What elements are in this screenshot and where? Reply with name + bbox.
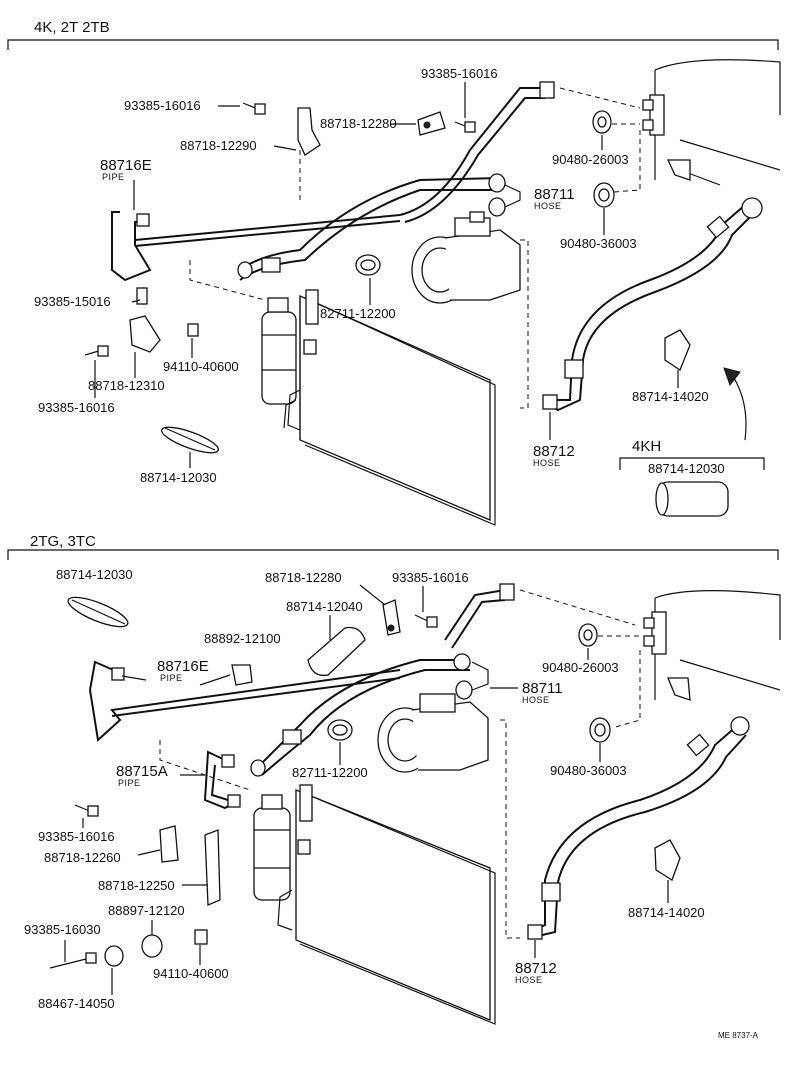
section-header-bottom: 2TG, 3TC bbox=[30, 533, 96, 550]
label: 88716E bbox=[157, 658, 209, 675]
label: 93385-16016 bbox=[421, 66, 498, 81]
label: 88718-12290 bbox=[180, 138, 257, 153]
section-bracket-bottom bbox=[7, 549, 779, 560]
top-labels: 93385-16016 93385-16016 88718-12280 8871… bbox=[34, 66, 725, 485]
label: 88711 bbox=[522, 680, 563, 697]
label: 90480-36003 bbox=[550, 763, 627, 778]
label: 88714-12030 bbox=[56, 567, 133, 582]
label: 88718-12310 bbox=[88, 378, 165, 393]
grommet-88897-12120 bbox=[141, 934, 163, 958]
footer-code: ME 8737-A bbox=[718, 1031, 759, 1040]
condenser bbox=[277, 784, 496, 1025]
clip-88718-12310 bbox=[129, 315, 161, 353]
hose-88711 bbox=[239, 177, 501, 271]
label: 88714-12030 bbox=[648, 461, 725, 476]
bushing-88467-14050 bbox=[104, 945, 124, 967]
leader-lines bbox=[64, 82, 679, 995]
bracket bbox=[666, 159, 691, 181]
clip-88718-12260 bbox=[159, 825, 179, 863]
label: 93385-16016 bbox=[392, 570, 469, 585]
label: 93385-16016 bbox=[124, 98, 201, 113]
label: HOSE bbox=[515, 975, 543, 985]
pipe-88716e bbox=[88, 660, 401, 742]
label: 88712 bbox=[515, 960, 557, 977]
label: 88714-14020 bbox=[628, 905, 705, 920]
label: 93385-16030 bbox=[24, 922, 101, 937]
label: 88718-12280 bbox=[320, 116, 397, 131]
section-bracket-top bbox=[7, 39, 779, 50]
label: HOSE bbox=[522, 695, 550, 705]
receiver-drier bbox=[253, 794, 291, 901]
label: PIPE bbox=[102, 172, 125, 182]
expansion-valve bbox=[651, 611, 667, 655]
label: 88712 bbox=[533, 443, 575, 460]
label: 88716E bbox=[100, 157, 152, 174]
bolt-icon bbox=[136, 287, 148, 305]
label: 88897-12120 bbox=[108, 903, 185, 918]
label: 82711-12200 bbox=[320, 306, 396, 321]
body-outline bbox=[654, 590, 781, 640]
label: 93385-16016 bbox=[38, 400, 115, 415]
label: PIPE bbox=[118, 778, 141, 788]
protector-88714-14020 bbox=[654, 839, 681, 881]
label: 88711 bbox=[534, 186, 575, 203]
label: 94110-40600 bbox=[163, 359, 239, 374]
section-header-top: 4K, 2T 2TB bbox=[34, 19, 110, 36]
label: PIPE bbox=[160, 673, 183, 683]
label: 88714-12030 bbox=[140, 470, 217, 485]
label: HOSE bbox=[534, 201, 562, 211]
bottom-labels: 88714-12030 88718-12280 93385-16016 8871… bbox=[24, 567, 759, 1040]
compressor bbox=[377, 693, 489, 773]
label: 88718-12260 bbox=[44, 850, 121, 865]
clip-88718-12280 bbox=[417, 111, 446, 136]
nut-94110-40600 bbox=[187, 323, 199, 337]
pipe-88716e bbox=[111, 211, 152, 282]
clip-88718-12280 bbox=[382, 599, 401, 636]
nut-94110-40600 bbox=[194, 929, 208, 945]
label: 88467-14050 bbox=[38, 996, 115, 1011]
label: 88714-14020 bbox=[632, 389, 709, 404]
label: 90480-36003 bbox=[560, 236, 637, 251]
label: 4KH bbox=[632, 438, 661, 455]
body-outline bbox=[654, 59, 781, 115]
bracket bbox=[667, 677, 691, 701]
compressor bbox=[411, 211, 521, 304]
hose-88712 bbox=[534, 724, 739, 931]
bracket-88718-12250 bbox=[204, 829, 221, 906]
label: 88715A bbox=[116, 763, 168, 780]
label: 94110-40600 bbox=[153, 966, 229, 981]
label: 88718-12280 bbox=[265, 570, 342, 585]
protector-88714-14020 bbox=[664, 329, 691, 371]
condenser bbox=[283, 289, 496, 526]
protector-88714-12030 bbox=[161, 426, 219, 454]
label: 90480-26003 bbox=[542, 660, 619, 675]
pipe-discharge bbox=[399, 87, 545, 216]
bolt-icon bbox=[49, 957, 91, 969]
receiver-drier bbox=[261, 297, 297, 405]
hose-88711 bbox=[259, 659, 470, 766]
pipe-discharge bbox=[444, 589, 506, 641]
label: 88714-12040 bbox=[286, 599, 363, 614]
label: 90480-26003 bbox=[552, 152, 629, 167]
protector-88714-12040 bbox=[307, 626, 366, 677]
hose-88712 bbox=[555, 204, 746, 401]
clamp-88892-12100 bbox=[231, 664, 253, 686]
label: 88718-12250 bbox=[98, 878, 175, 893]
label: 82711-12200 bbox=[292, 765, 368, 780]
label: HOSE bbox=[533, 458, 561, 468]
label: 88892-12100 bbox=[204, 631, 281, 646]
label: 93385-16016 bbox=[38, 829, 115, 844]
bottom-diagram bbox=[49, 583, 781, 1025]
clip-88718-12290 bbox=[297, 107, 321, 156]
label: 93385-15016 bbox=[34, 294, 111, 309]
top-diagram bbox=[84, 59, 781, 526]
